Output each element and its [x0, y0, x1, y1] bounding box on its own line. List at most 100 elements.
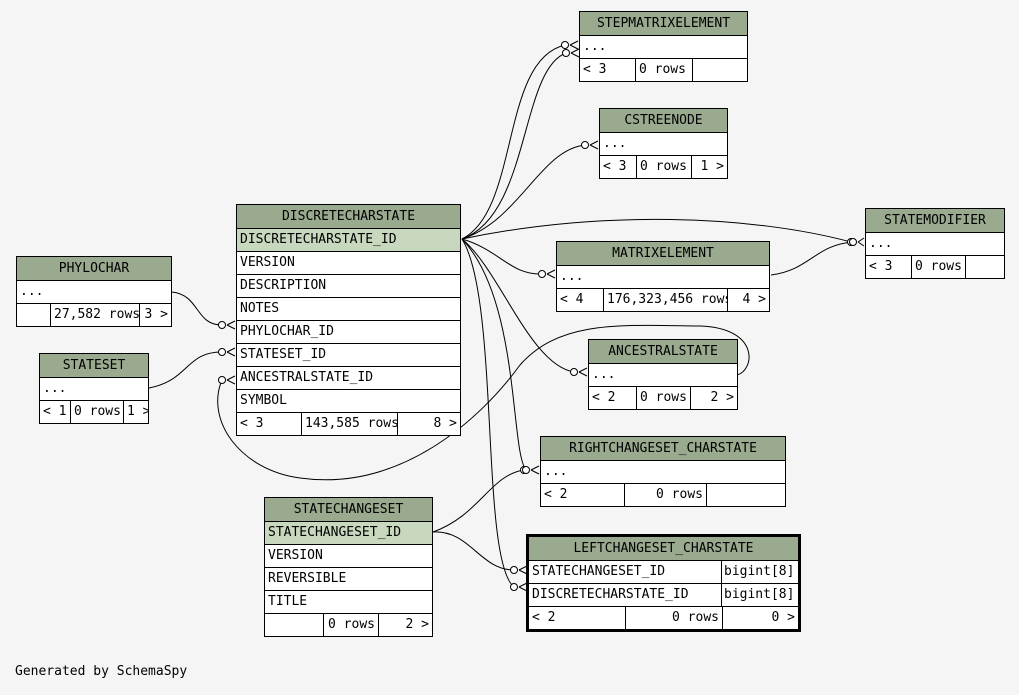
row-count: 0 rows	[625, 607, 722, 629]
column-statechangeset-id[interactable]: STATECHANGESET_ID bigint[8]	[529, 561, 798, 584]
edge-stateset	[148, 351, 223, 389]
table-footer: < 1 0 rows 1 >	[40, 401, 148, 423]
child-count	[692, 59, 747, 81]
column-phylochar-id[interactable]: PHYLOCHAR_ID	[237, 321, 460, 344]
table-title[interactable]: STATECHANGESET	[265, 498, 432, 522]
parent-count: < 3	[583, 62, 607, 77]
parent-count	[265, 614, 323, 636]
column-ellipsis[interactable]: ...	[17, 281, 171, 304]
table-title[interactable]: STATEMODIFIER	[866, 209, 1004, 233]
table-title[interactable]: STATESET	[40, 354, 148, 378]
edge-stepmatrixelement-2	[461, 52, 567, 240]
edge-end-circle	[581, 141, 589, 149]
parent-count: < 4	[560, 292, 584, 307]
table-footer: 0 rows 2 >	[265, 614, 432, 636]
column-reversible[interactable]: REVERSIBLE	[265, 568, 432, 591]
row-count: 0 rows	[323, 614, 378, 636]
column-discretecharstate-id[interactable]: DISCRETECHARSTATE_ID	[237, 229, 460, 252]
table-title[interactable]: LEFTCHANGESET_CHARSTATE	[529, 537, 798, 561]
table-stepmatrixelement[interactable]: STEPMATRIXELEMENT ... < 3 0 rows	[579, 11, 748, 82]
parent-count: < 2	[544, 487, 568, 502]
child-count: 0 >	[722, 607, 798, 629]
table-cstreenode[interactable]: CSTREENODE ... < 3 0 rows 1 >	[599, 108, 728, 179]
table-footer: < 2 0 rows 0 >	[529, 607, 798, 629]
table-ancestralstate[interactable]: ANCESTRALSTATE ... < 2 0 rows 2 >	[588, 339, 738, 410]
table-title[interactable]: CSTREENODE	[600, 109, 727, 133]
child-count: 2 >	[378, 614, 432, 636]
edge-ancestralstate-b	[217, 324, 750, 481]
table-footer: < 3 143,585 rows 8 >	[237, 413, 460, 435]
column-statechangeset-id[interactable]: STATECHANGESET_ID	[265, 522, 432, 545]
table-title[interactable]: MATRIXELEMENT	[557, 242, 769, 266]
table-footer: < 3 0 rows 1 >	[600, 156, 727, 178]
column-title[interactable]: TITLE	[265, 591, 432, 614]
row-count: 0 rows	[911, 256, 965, 278]
column-stateset-id[interactable]: STATESET_ID	[237, 344, 460, 367]
crowfoot-mark	[518, 582, 528, 592]
table-footer: < 4 176,323,456 rows 4 >	[557, 289, 769, 311]
edge-end-circle	[849, 238, 857, 246]
crowfoot-mark	[226, 320, 236, 330]
column-ellipsis[interactable]: ...	[40, 378, 148, 401]
column-discretecharstate-id[interactable]: DISCRETECHARSTATE_ID bigint[8]	[529, 584, 798, 607]
column-type: bigint[8]	[724, 587, 795, 602]
column-description[interactable]: DESCRIPTION	[237, 275, 460, 298]
column-notes[interactable]: NOTES	[237, 298, 460, 321]
edge-end-circle	[510, 566, 518, 574]
table-discretecharstate[interactable]: DISCRETECHARSTATE DISCRETECHARSTATE_ID V…	[236, 204, 461, 436]
child-count	[706, 484, 785, 506]
edge-end-circle	[561, 41, 569, 49]
table-title[interactable]: STEPMATRIXELEMENT	[580, 12, 747, 36]
table-statemodifier[interactable]: STATEMODIFIER ... < 3 0 rows	[865, 208, 1005, 279]
column-version[interactable]: VERSION	[237, 252, 460, 275]
column-ellipsis[interactable]: ...	[866, 233, 1004, 256]
table-title[interactable]: RIGHTCHANGESET_CHARSTATE	[541, 437, 785, 461]
parent-count: < 2	[532, 610, 556, 625]
child-count: 3 >	[139, 304, 171, 326]
edge-rightchangeset-a	[461, 238, 527, 471]
column-ellipsis[interactable]: ...	[600, 133, 727, 156]
table-title[interactable]: ANCESTRALSTATE	[589, 340, 737, 364]
row-count: 27,582 rows	[50, 304, 139, 326]
crowfoot-mark	[589, 140, 599, 150]
table-stateset[interactable]: STATESET ... < 1 0 rows 1 >	[39, 353, 149, 424]
parent-count: < 2	[592, 390, 616, 405]
column-symbol[interactable]: SYMBOL	[237, 390, 460, 413]
edge-end-circle	[570, 368, 578, 376]
crowfoot-mark	[569, 40, 579, 50]
column-ancestralstate-id[interactable]: ANCESTRALSTATE_ID	[237, 367, 460, 390]
table-matrixelement[interactable]: MATRIXELEMENT ... < 4 176,323,456 rows 4…	[556, 241, 770, 312]
crowfoot-mark	[578, 367, 588, 377]
child-count: 8 >	[397, 413, 460, 435]
edge-phylochar	[171, 291, 223, 326]
child-count	[965, 256, 1004, 278]
edge-end-circle	[218, 321, 226, 329]
table-footer: < 2 0 rows 2 >	[589, 387, 737, 409]
table-phylochar[interactable]: PHYLOCHAR ... 27,582 rows 3 >	[16, 256, 172, 327]
column-name: STATECHANGESET_ID	[529, 561, 722, 583]
edge-stepmatrixelement-1	[461, 44, 566, 240]
column-version[interactable]: VERSION	[265, 545, 432, 568]
table-statechangeset[interactable]: STATECHANGESET STATECHANGESET_ID VERSION…	[264, 497, 433, 637]
column-ellipsis[interactable]: ...	[580, 36, 747, 59]
column-ellipsis[interactable]: ...	[557, 266, 769, 289]
table-title[interactable]: PHYLOCHAR	[17, 257, 171, 281]
table-leftchangeset-charstate[interactable]: LEFTCHANGESET_CHARSTATE STATECHANGESET_I…	[526, 534, 801, 632]
row-count: 176,323,456 rows	[603, 289, 727, 311]
row-count: 0 rows	[636, 387, 690, 409]
table-title[interactable]: DISCRETECHARSTATE	[237, 205, 460, 229]
parent-count	[17, 304, 50, 326]
edge-matrixelement	[461, 238, 543, 275]
table-rightchangeset-charstate[interactable]: RIGHTCHANGESET_CHARSTATE ... < 2 0 rows	[540, 436, 786, 507]
edge-end-circle	[510, 583, 518, 591]
edge-ancestralstate-a	[461, 238, 575, 373]
crowfoot-mark	[857, 237, 865, 247]
column-ellipsis[interactable]: ...	[541, 461, 785, 484]
parent-count: < 1	[43, 404, 67, 419]
child-count: 2 >	[690, 387, 737, 409]
edge-leftchangeset-a	[432, 531, 515, 571]
row-count: 0 rows	[624, 484, 706, 506]
column-ellipsis[interactable]: ...	[589, 364, 737, 387]
row-count: 0 rows	[70, 401, 123, 423]
